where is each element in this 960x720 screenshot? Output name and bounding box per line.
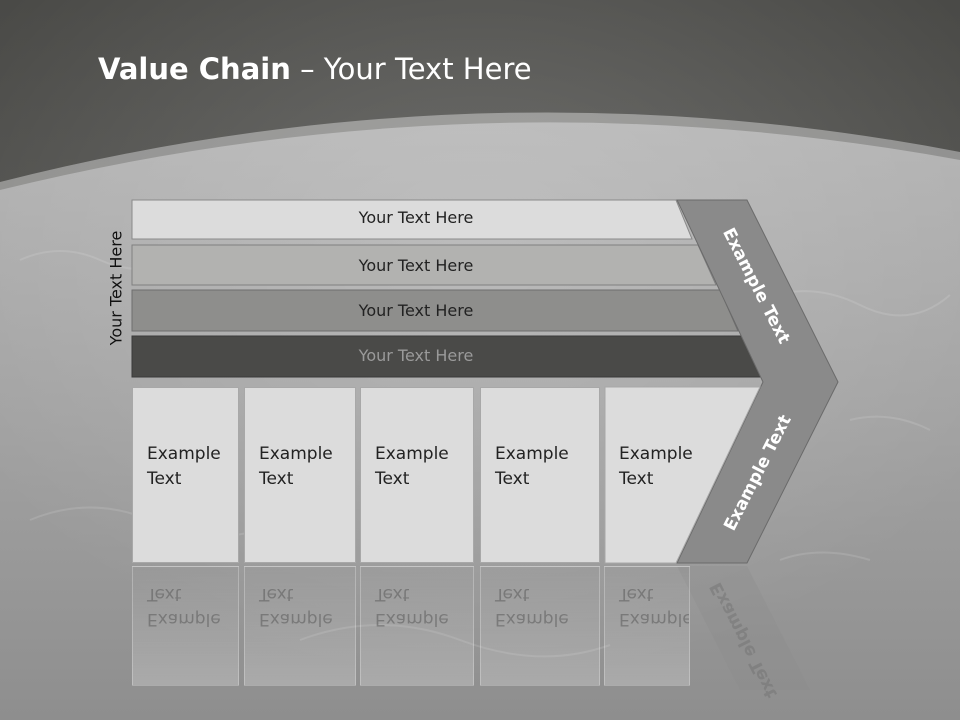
slide-title: Value Chain – Your Text Here [98, 52, 532, 86]
title-rest: – Your Text Here [290, 52, 532, 86]
column-box-4: Example Text [480, 387, 600, 563]
reflection-1: Example Text [132, 566, 239, 686]
column-box-1: Example Text [132, 387, 239, 563]
reflection-2: Example Text [244, 566, 356, 686]
chevron-reflection [677, 566, 810, 690]
column-box-2: Example Text [244, 387, 356, 563]
reflection-text-1: Example Text [147, 584, 221, 629]
column-text-4: Example Text [495, 444, 569, 489]
reflection-text-5: Example Text [619, 584, 690, 629]
reflection-4: Example Text [480, 566, 600, 686]
row-bar-1 [131, 199, 693, 240]
column-text-2: Example Text [259, 444, 333, 489]
reflection-text-3: Example Text [375, 584, 449, 629]
column-text-5: Example Text [619, 444, 693, 489]
reflection-text-2: Example Text [259, 584, 333, 629]
row-bar-2 [131, 244, 717, 286]
row-label-4: Your Text Here [358, 346, 474, 365]
reflection-text-4: Example Text [495, 584, 569, 629]
column-box-3: Example Text [360, 387, 474, 563]
column-text-1: Example Text [147, 444, 221, 489]
reflection-5: Example Text [604, 566, 690, 686]
row-label-3: Your Text Here [358, 301, 474, 320]
column-box-5: Example Text [604, 387, 693, 563]
title-bold: Value Chain [98, 52, 291, 86]
row-bar-3 [131, 289, 739, 332]
row-label-2: Your Text Here [358, 256, 474, 275]
value-chevron [676, 199, 839, 564]
reflection-3: Example Text [360, 566, 474, 686]
row-label-1: Your Text Here [358, 208, 474, 227]
column-edge [604, 386, 761, 564]
column-text-3: Example Text [375, 444, 449, 489]
